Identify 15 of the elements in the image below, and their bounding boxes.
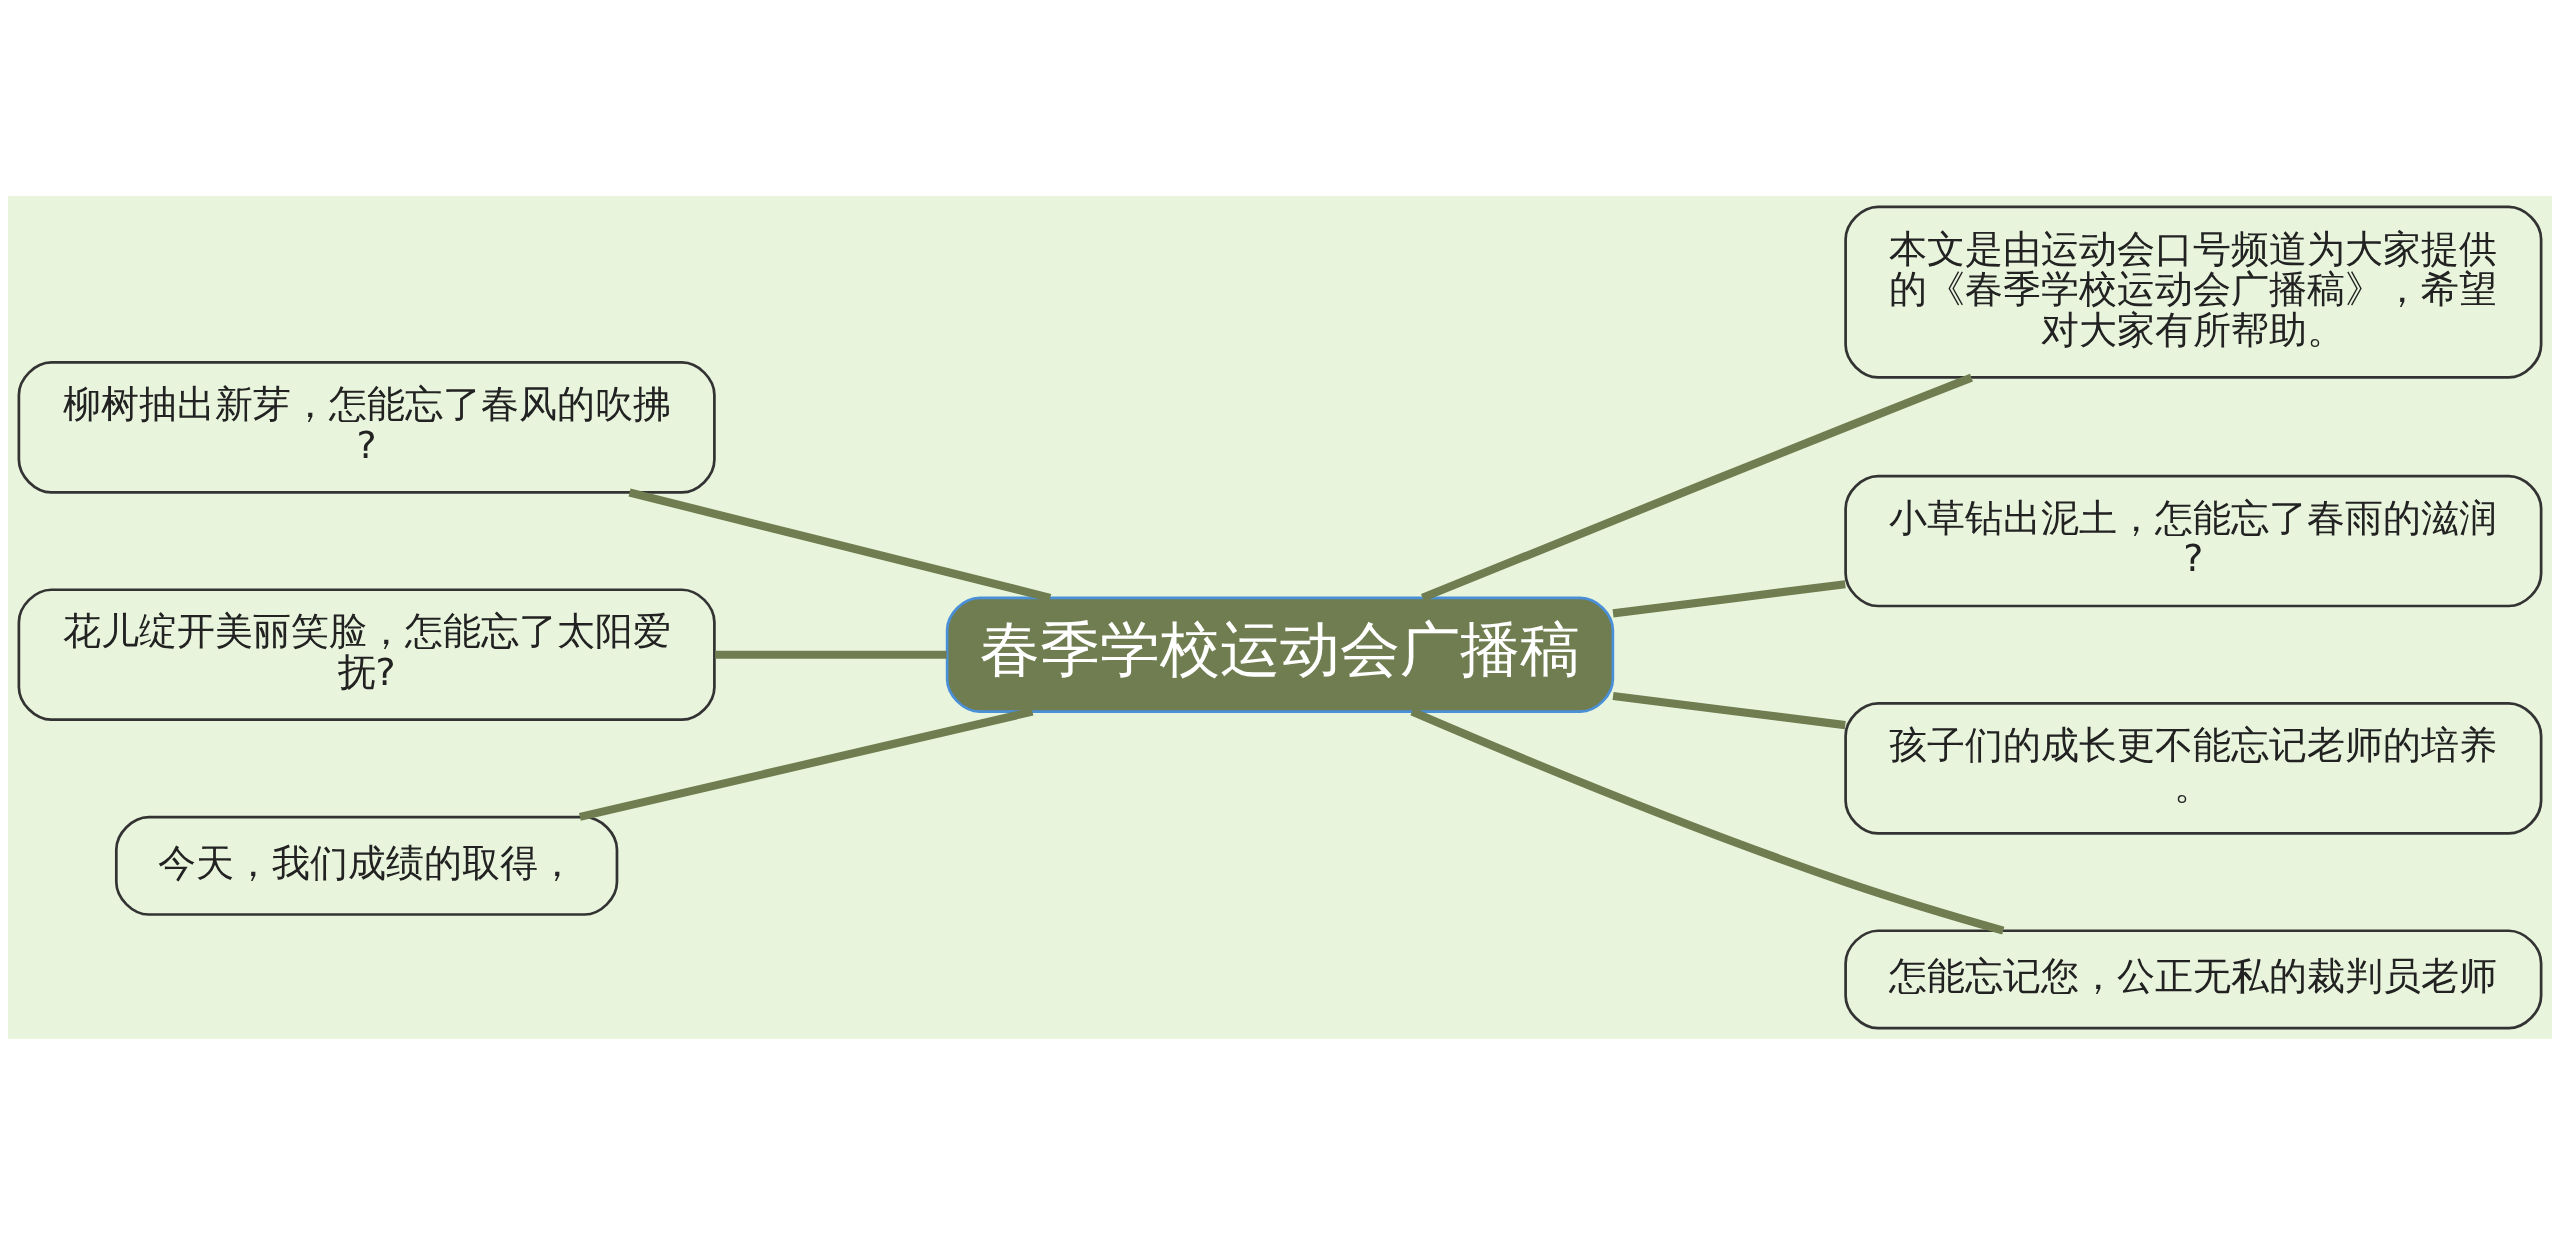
node-box: 柳树抽出新芽，怎能忘了春风的吹拂? [17, 361, 716, 494]
node-box: 春季学校运动会广播稿 [945, 596, 1615, 713]
connector [628, 488, 1052, 602]
node-box: 本文是由运动会口号频道为大家提供的《春季学校运动会广播稿》，希望对大家有所帮助。 [1844, 205, 2543, 379]
connector [1421, 373, 1973, 602]
node-box: 小草钻出泥土，怎能忘了春雨的滋润? [1844, 474, 2543, 608]
node-box: 孩子们的成长更不能忘记老师的培养。 [1844, 702, 2543, 835]
node-box: 今天，我们成绩的取得， [114, 815, 619, 916]
connector [1410, 707, 2005, 935]
connector [579, 707, 1034, 821]
node-box: 怎能忘记您，公正无私的裁判员老师 [1844, 929, 2543, 1030]
node-box: 花儿绽开美丽笑脸，怎能忘了太阳爱抚? [17, 588, 716, 721]
connector [1612, 692, 1846, 730]
connector [715, 650, 947, 659]
connector [1612, 580, 1846, 618]
